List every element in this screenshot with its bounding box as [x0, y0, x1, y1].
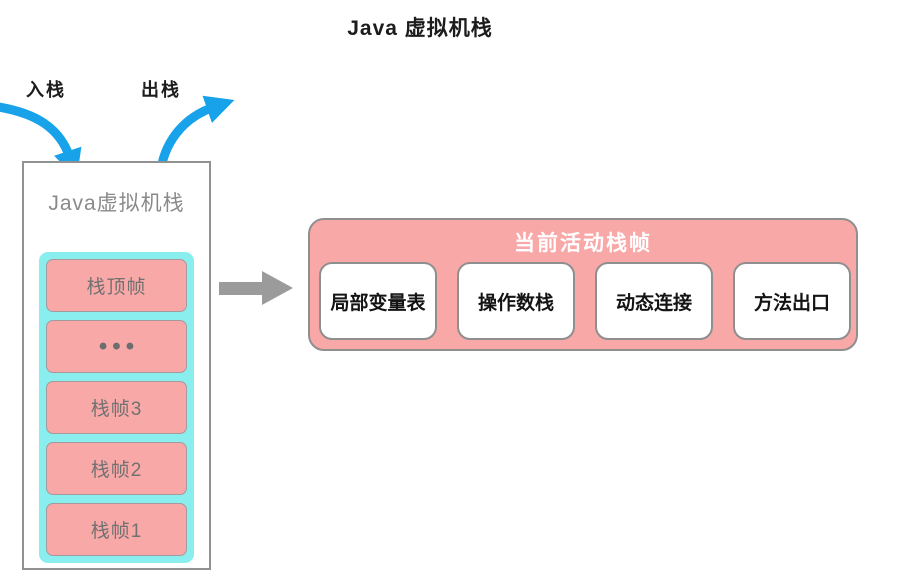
current-active-frame-title: 当前活动栈帧 [514, 232, 652, 255]
push-label: 入栈 [26, 80, 66, 100]
push-arrow-icon [0, 102, 82, 179]
stack-frame-top: 栈顶帧 [46, 259, 187, 312]
part-operand-stack: 操作数栈 [457, 262, 575, 340]
stack-frame-2: 栈帧2 [46, 442, 187, 495]
part-local-variable-table: 局部变量表 [319, 262, 437, 340]
jvm-stack-container: Java虚拟机栈 栈顶帧 ••• 栈帧3 栈帧2 栈帧1 [22, 161, 211, 570]
stack-frame-ellipsis: ••• [46, 320, 187, 373]
part-method-exit: 方法出口 [733, 262, 851, 340]
active-frame-parts: 局部变量表 操作数栈 动态连接 方法出口 [319, 262, 851, 340]
stack-title: Java虚拟机栈 [48, 192, 185, 215]
stack-frame-group: 栈顶帧 ••• 栈帧3 栈帧2 栈帧1 [39, 252, 194, 563]
part-dynamic-linking: 动态连接 [595, 262, 713, 340]
current-active-frame-box: 当前活动栈帧 局部变量表 操作数栈 动态连接 方法出口 [308, 218, 858, 351]
right-arrow-icon [219, 271, 293, 305]
page-title: Java 虚拟机栈 [347, 17, 493, 40]
stack-frame-3: 栈帧3 [46, 381, 187, 434]
pop-label: 出栈 [141, 80, 181, 100]
stack-frame-1: 栈帧1 [46, 503, 187, 556]
